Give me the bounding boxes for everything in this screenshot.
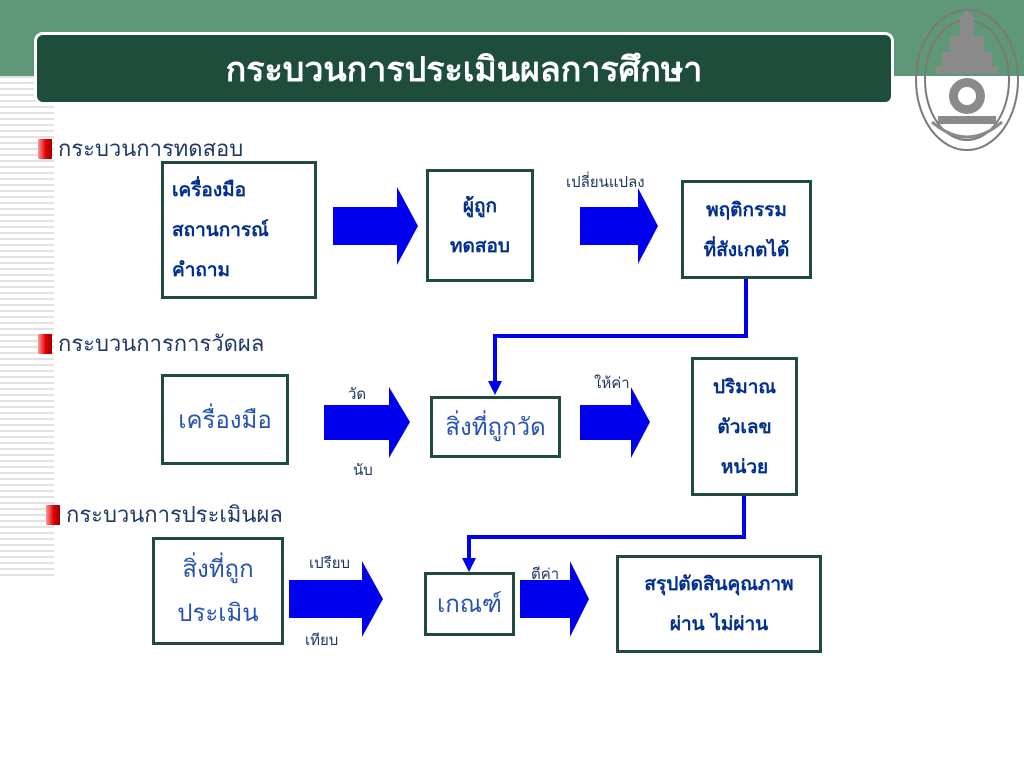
box-measure-instrument: เครื่องมือ	[161, 374, 289, 465]
label-change: เปลี่ยนแปลง	[566, 173, 645, 191]
label-compare-top: เปรียบ	[309, 554, 351, 572]
section-heading-evaluation: กระบวนการประเมินผล	[46, 497, 283, 532]
connector-quantity-to-criteria	[467, 495, 746, 560]
box-criteria: เกณฑ์	[424, 572, 515, 636]
section-heading-testing: กระบวนการทดสอบ	[38, 131, 243, 166]
arrow-evaluation-1	[289, 561, 383, 637]
box-test-instrument: เครื่องมือ สถานการณ์ คำถาม	[161, 161, 317, 299]
arrow-evaluation-2	[520, 561, 589, 637]
label-compare-bottom: เทียบ	[305, 631, 339, 649]
arrow-testing-1	[333, 187, 418, 265]
label-assign-value: ให้ค่า	[594, 374, 630, 392]
label-measure: วัด	[348, 385, 367, 403]
label-judge-value: ตีค่า	[531, 565, 560, 583]
section-heading-measurement: กระบวนการการวัดผล	[38, 326, 264, 361]
slide-title: กระบวนการประเมินผลการศึกษา	[225, 49, 703, 90]
label-count: นับ	[353, 461, 373, 479]
box-conclusion: สรุปตัดสินคุณภาพ ผ่าน ไม่ผ่าน	[616, 555, 822, 653]
decorative-stripes	[0, 76, 54, 576]
arrow-measurement-2	[580, 387, 650, 458]
box-quantity: ปริมาณ ตัวเลข หน่วย	[691, 357, 798, 496]
connector-behavior-to-measured	[493, 279, 748, 383]
box-examinee: ผู้ถูก ทดสอบ	[426, 169, 534, 282]
arrow-testing-2	[580, 188, 658, 264]
connector-arrowhead-1	[488, 381, 502, 395]
slide-title-bar: กระบวนการประเมินผลการศึกษา	[34, 32, 894, 105]
connector-arrowhead-2	[462, 558, 476, 572]
box-evaluated-object: สิ่งที่ถูก ประเมิน	[152, 537, 284, 645]
arrow-measurement-1	[324, 387, 410, 458]
box-measured-object: สิ่งที่ถูกวัด	[430, 396, 561, 458]
square-bullet-icon	[38, 138, 52, 159]
square-bullet-icon	[46, 504, 60, 525]
university-seal-icon	[915, 9, 1019, 151]
square-bullet-icon	[38, 333, 52, 354]
box-observable-behavior: พฤติกรรม ที่สังเกตได้	[681, 180, 812, 279]
